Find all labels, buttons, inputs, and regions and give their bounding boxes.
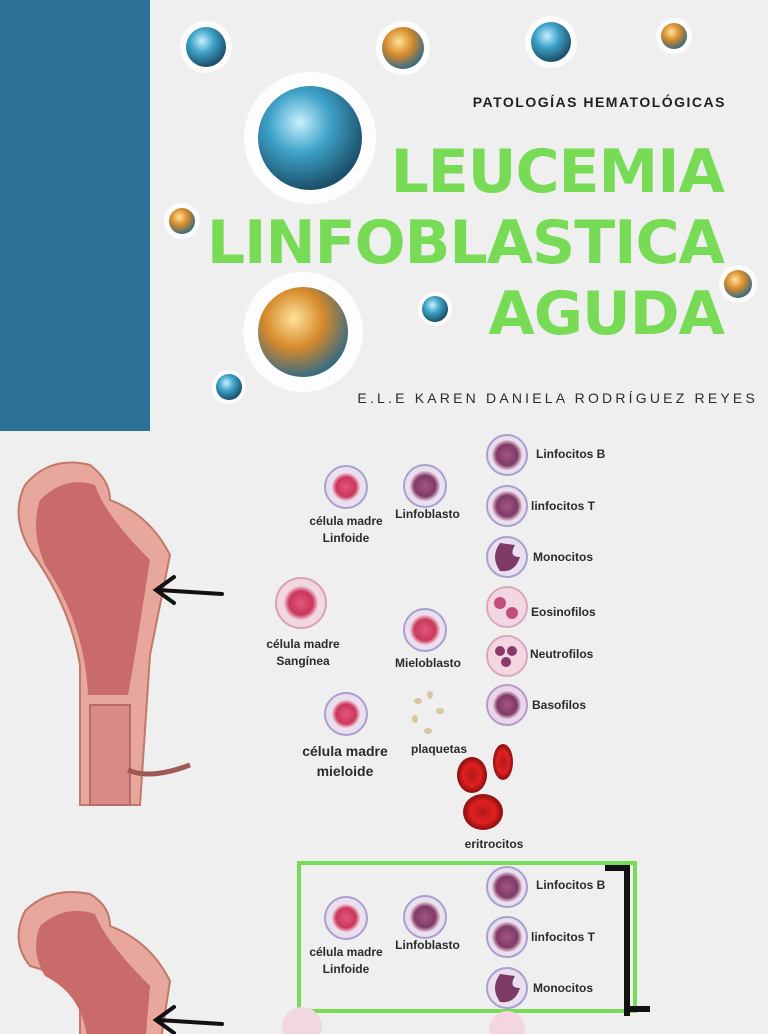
subtitle: PATOLOGÍAS HEMATOLÓGICAS (472, 94, 726, 110)
cell-illustration (180, 21, 232, 73)
label-b-lymph: Linfocitos B (536, 447, 606, 461)
bracket-icon (605, 865, 650, 1016)
cell-erythrocytes (457, 744, 513, 830)
label-blood-stem: célula madre Sangínea (266, 637, 340, 668)
label-b-lymph-2: Linfocitos B (536, 878, 606, 892)
cell-partial (282, 1007, 525, 1034)
cell-lymphoid-stem-2 (324, 896, 368, 940)
highlight-box (297, 861, 637, 1013)
cell-lymphoid-stem (324, 465, 368, 509)
cell-platelets (412, 691, 444, 734)
label-t-lymph-2: linfocitos T (531, 930, 595, 944)
label-lymphoid-stem-2: célula madre Linfoide (309, 945, 383, 976)
cell-lymphoblast (403, 464, 447, 508)
label-myeloid-stem: célula madre mieloide (302, 743, 388, 779)
label-monocytes-2: Monocitos (533, 981, 593, 995)
cell-monocyte-2 (486, 967, 528, 1009)
title-line-1: LEUCEMIA (390, 137, 725, 207)
cell-illustration (243, 272, 363, 392)
cell-t-lymph (486, 485, 528, 527)
cell-illustration (164, 203, 200, 239)
label-myeloblast: Mieloblasto (394, 656, 461, 670)
cell-eosinophil (486, 586, 528, 628)
label-lymphoblast-2: Linfoblasto (395, 938, 460, 952)
bone-illustration (17, 461, 191, 806)
cell-t-lymph-2 (486, 916, 528, 958)
cell-monocyte (486, 536, 528, 578)
author: E.L.E KAREN DANIELA RODRÍGUEZ REYES (357, 390, 758, 406)
label-erythrocytes: eritrocitos (464, 837, 524, 851)
label-basophils: Basofilos (532, 698, 587, 712)
cell-basophil (486, 684, 528, 726)
cell-illustration (656, 18, 692, 54)
cell-lymphoblast-2 (403, 895, 447, 939)
cell-glyphs (275, 434, 528, 830)
label-lymphoid-stem: célula madre Linfoide (309, 514, 383, 545)
cell-b-lymph (486, 434, 528, 476)
title-line-2: LINFOBLASTICA (206, 208, 725, 278)
cell-illustrations (164, 16, 757, 404)
cell-illustration (212, 370, 246, 404)
cell-glyphs-2 (282, 866, 528, 1034)
bone-illustration-2 (17, 891, 172, 1034)
cell-illustration (376, 21, 430, 75)
cell-illustration (719, 265, 757, 303)
title-line-3: AGUDA (488, 279, 725, 349)
label-eosinophils: Eosinofilos (531, 605, 596, 619)
arrow-icon (152, 575, 224, 605)
cell-illustration (244, 72, 376, 204)
cell-illustration (418, 292, 452, 326)
label-monocytes: Monocitos (533, 550, 593, 564)
cell-neutrophil (486, 635, 528, 677)
label-lymphoblast: Linfoblasto (395, 507, 460, 521)
label-t-lymph: linfocitos T (531, 499, 595, 513)
label-neutrophils: Neutrofilos (530, 647, 594, 661)
cell-myeloblast (403, 608, 447, 652)
cell-b-lymph-2 (486, 866, 528, 908)
sidebar-block (0, 0, 150, 431)
cell-myeloid-stem (324, 692, 368, 736)
cell-illustration (525, 16, 577, 68)
label-platelets: plaquetas (410, 742, 467, 756)
cell-blood-stem (275, 577, 327, 629)
